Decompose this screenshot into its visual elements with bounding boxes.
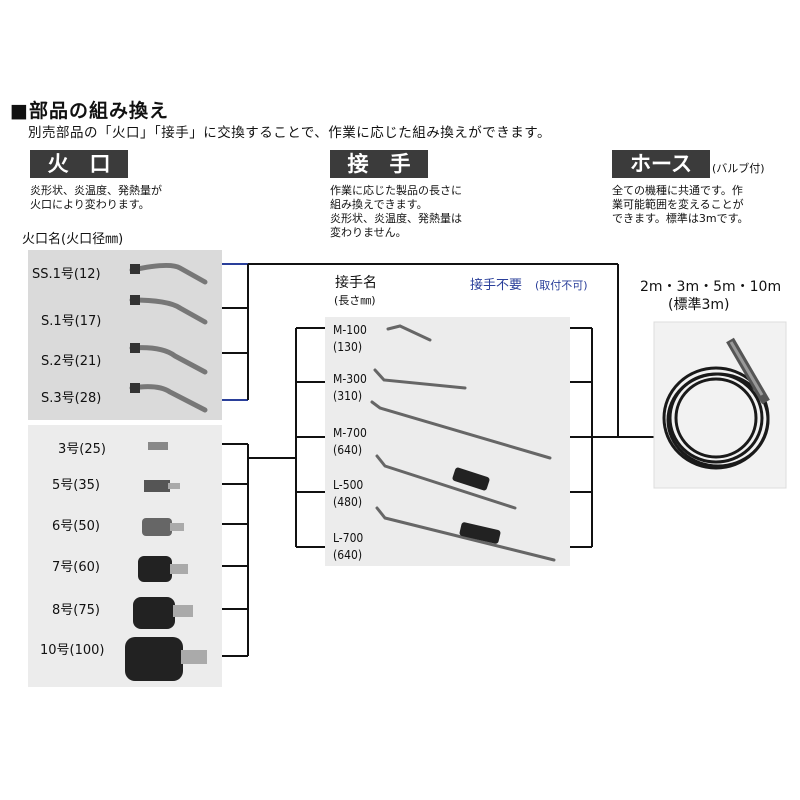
higuchi-item-s1: S.1号(17) — [41, 314, 102, 329]
setsushu-caption: 接手名 — [335, 275, 377, 291]
hose-standard: (標準3m) — [668, 297, 730, 313]
hose-header-note: (バルブ付) — [712, 162, 765, 175]
higuchi-item-s2: S.2号(21) — [41, 354, 102, 369]
higuchi-item-3: 3号(25) — [58, 442, 106, 457]
setsushu-description: 作業に応じた製品の長さに 組み換えできます。 炎形状、炎温度、発熱量は 変わりま… — [330, 184, 462, 239]
joint-l500-length: (480) — [333, 495, 363, 509]
joint-l700-name: L-700 — [333, 531, 364, 545]
higuchi-description: 炎形状、炎温度、発熱量が 火口により変わります。 — [30, 184, 162, 211]
joint-m300-length: (310) — [333, 389, 363, 403]
hose-header: ホース — [612, 150, 710, 178]
higuchi-item-s3: S.3号(28) — [41, 391, 102, 406]
setsushu-caption-sub: (長さ㎜) — [334, 294, 376, 307]
hose-description: 全ての機種に共通です。作 業可能範囲を変えることが できます。標準は3mです。 — [612, 184, 749, 225]
joint-m700-name: M-700 — [333, 426, 367, 440]
higuchi-item-8: 8号(75) — [52, 603, 100, 618]
setsushu-not-required: 接手不要 — [470, 278, 523, 293]
hose-lengths: 2m・3m・5m・10m — [640, 279, 782, 295]
higuchi-item-5: 5号(35) — [52, 478, 100, 493]
intro-text: 別売部品の「火口」「接手」に交換することで、作業に応じた組み換えができます。 — [28, 125, 551, 141]
joint-m100-length: (130) — [333, 340, 363, 354]
higuchi-group2-panel — [28, 425, 222, 687]
setsushu-panel — [325, 317, 570, 566]
higuchi-group1-panel — [28, 250, 222, 420]
higuchi-item-7: 7号(60) — [52, 560, 100, 575]
setsushu-header: 接 手 — [330, 150, 428, 178]
higuchi-item-10: 10号(100) — [40, 643, 105, 658]
higuchi-caption: 火口名(火口径㎜) — [22, 232, 124, 247]
higuchi-item-ss1: SS.1号(12) — [32, 267, 101, 282]
joint-m100-name: M-100 — [333, 323, 367, 337]
joint-m300-name: M-300 — [333, 372, 367, 386]
joint-l500-name: L-500 — [333, 478, 364, 492]
setsushu-not-required-note: (取付不可) — [535, 279, 588, 292]
joint-m700-length: (640) — [333, 443, 363, 457]
joint-l700-length: (640) — [333, 548, 363, 562]
higuchi-header: 火 口 — [30, 150, 128, 178]
higuchi-item-6: 6号(50) — [52, 519, 100, 534]
page-title: ■部品の組み換え — [10, 100, 169, 122]
